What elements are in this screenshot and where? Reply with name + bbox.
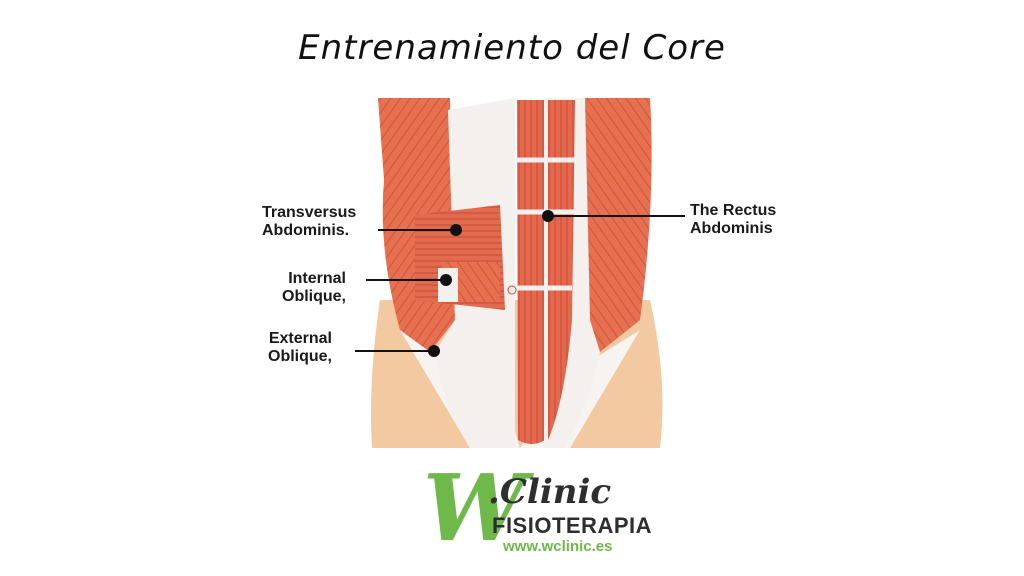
rectus-abdominis-left <box>517 100 545 444</box>
label-line: Oblique, <box>282 288 346 305</box>
label-line: Abdominis. <box>262 222 350 239</box>
rectus-abdominis-right <box>548 100 575 440</box>
page-title: Entrenamiento del Core <box>298 28 726 68</box>
logo-subtitle: FISIOTERAPIA <box>492 513 653 538</box>
label-external-oblique: External Oblique, <box>268 330 332 366</box>
label-line: Abdominis <box>690 220 773 237</box>
pointer-dot-transversus <box>450 224 462 236</box>
label-line: Internal <box>288 270 346 287</box>
pointer-dot-external <box>428 345 440 357</box>
navel <box>507 285 517 295</box>
label-rectus-abdominis: The Rectus Abdominis <box>690 202 776 238</box>
label-line: The Rectus <box>690 202 777 219</box>
pointer-dot-rectus <box>542 210 554 222</box>
logo-mark: W <box>423 454 527 562</box>
label-line: External <box>268 330 332 347</box>
external-oblique-right <box>578 98 652 352</box>
label-transversus-abdominis: Transversus Abdominis. <box>262 204 356 240</box>
label-line: Transversus <box>262 204 357 221</box>
label-line: Oblique, <box>268 348 332 365</box>
pointer-dot-internal <box>440 274 452 286</box>
logo-url: www.wclinic.es <box>503 538 613 555</box>
logo-brand: .Clinic <box>488 472 612 512</box>
label-internal-oblique: Internal Oblique, <box>282 270 346 306</box>
